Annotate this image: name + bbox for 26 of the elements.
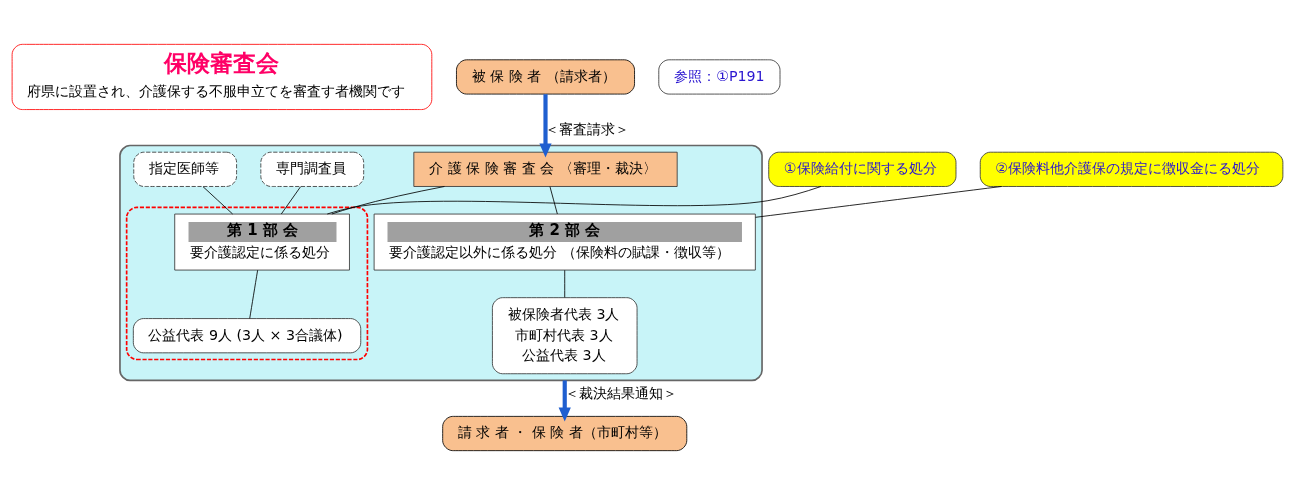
node-box: 被 保 険 者 （請求者） <box>456 59 635 95</box>
cluster <box>125 206 369 361</box>
edge-label: ＜審査請求＞ <box>545 121 630 138</box>
connector <box>331 186 445 215</box>
node-box: 専門調査員 <box>260 151 365 187</box>
node-box: 保険審査会 府県に設置され、介護保する不服申立てを審査す者機関です <box>11 43 433 110</box>
connector <box>564 269 566 298</box>
node-box: ②保険料他介護保の規定に徴収金にる処分 <box>979 151 1284 187</box>
node-box: 被保険者代表 3人 市町村代表 3人 公益代表 3人 <box>492 297 638 375</box>
node-box: 請 求 者 ・ 保 険 者（市町村等） <box>442 415 688 452</box>
arrow <box>539 94 552 158</box>
node-box: ①保険給付に関する処分 <box>768 151 957 187</box>
node-box: 参照：①P191 <box>658 59 781 95</box>
connector <box>326 186 822 215</box>
node-box: 第 1 部 会 要介護認定に係る処分 <box>174 213 350 271</box>
node-box: 第 2 部 会 要介護認定以外に係る処分 （保険料の賦課・徴収等） <box>373 213 756 271</box>
connector <box>280 186 302 215</box>
node-box: 公益代表 9人 (3人 × 3合議体) <box>132 318 362 354</box>
connector <box>755 186 1002 218</box>
arrow <box>558 380 571 422</box>
connector <box>249 269 259 319</box>
edge-label: ＜裁決結果通知＞ <box>564 385 677 402</box>
node-box: 介 護 保 険 審 査 会 〈審理・裁決〉 <box>413 151 678 187</box>
node-box: 指定医師等 <box>133 151 237 187</box>
connector <box>202 186 233 215</box>
connector <box>549 186 558 215</box>
